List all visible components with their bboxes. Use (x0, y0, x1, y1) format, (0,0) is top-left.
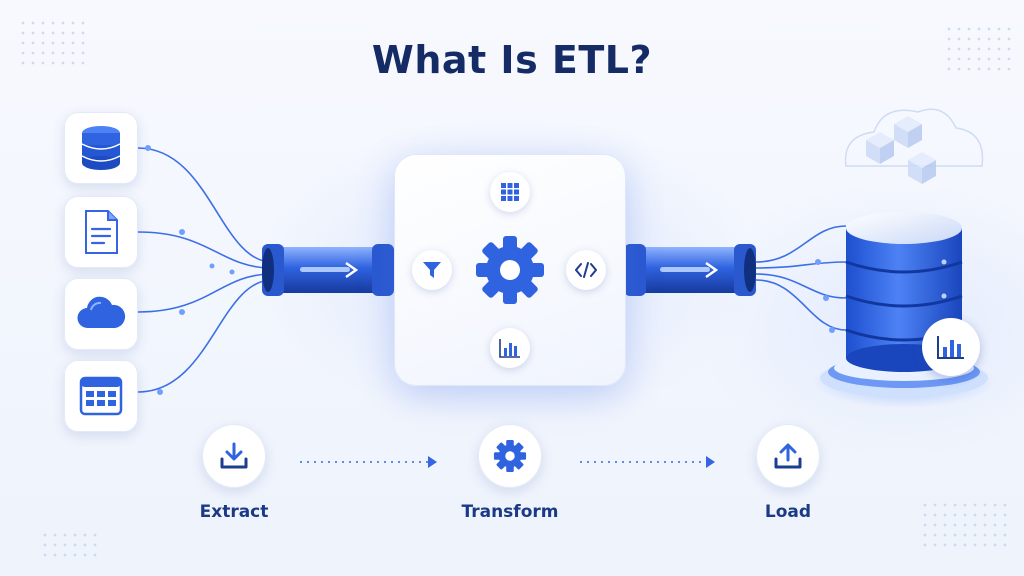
step-label-transform: Transform (461, 502, 559, 522)
destination-connectors (755, 225, 847, 331)
tool-code[interactable] (566, 250, 606, 290)
code-icon (575, 262, 597, 278)
decorative-dots (920, 500, 1010, 550)
gear-icon (476, 236, 544, 304)
step-arrows (300, 456, 715, 468)
right-pipe (624, 244, 756, 296)
page-title: What Is ETL? (371, 38, 653, 82)
step-label-extract: Extract (199, 502, 269, 522)
step-label-load: Load (764, 502, 812, 522)
bar-chart-icon (499, 339, 520, 358)
step-transform[interactable] (478, 424, 542, 488)
source-cloud-card[interactable] (64, 278, 138, 350)
decorative-dots (40, 530, 100, 560)
document-icon (85, 210, 118, 254)
cubes-icon (866, 116, 936, 184)
grid-icon (501, 183, 519, 201)
data-warehouse (812, 212, 996, 408)
source-connectors (137, 147, 273, 393)
left-pipe (262, 244, 394, 296)
database-icon (81, 126, 121, 170)
source-table-card[interactable] (64, 360, 138, 432)
table-icon (79, 376, 123, 416)
gear-icon (493, 439, 527, 473)
upload-icon (774, 443, 802, 469)
tool-chart[interactable] (490, 328, 530, 368)
source-document-card[interactable] (64, 196, 138, 268)
warehouse-chart-badge (922, 318, 980, 376)
download-icon (220, 442, 248, 469)
filter-icon (423, 262, 441, 278)
tool-grid[interactable] (490, 172, 530, 212)
decorative-dots (18, 18, 88, 68)
step-load[interactable] (756, 424, 820, 488)
cloud-outline (844, 108, 984, 167)
step-extract[interactable] (202, 424, 266, 488)
connector-dots (145, 145, 235, 395)
connector-dots (815, 259, 835, 333)
source-database-card[interactable] (64, 112, 138, 184)
bar-chart-icon (937, 336, 964, 359)
cloud-icon (77, 296, 126, 329)
tool-filter[interactable] (412, 250, 452, 290)
decorative-dots (944, 24, 1014, 74)
